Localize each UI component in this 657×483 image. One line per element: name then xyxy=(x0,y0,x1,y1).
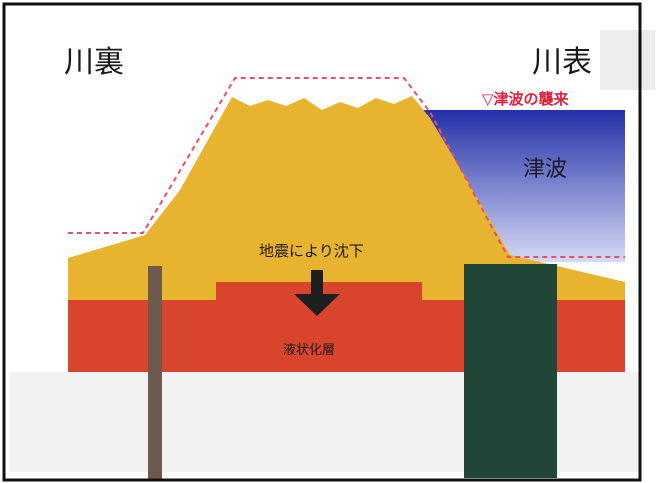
original-levee-outline xyxy=(68,77,625,258)
arrow-down-icon xyxy=(294,270,340,316)
image-frame xyxy=(2,2,642,482)
tsunami-label: 津波 xyxy=(523,157,567,182)
background-bleed-top xyxy=(600,30,655,90)
tsunami-arrival-label: ▽津波の襲来 xyxy=(482,90,570,108)
liquefaction-layer-label: 液状化層 xyxy=(283,343,335,358)
subsidence-label: 地震により沈下 xyxy=(259,242,364,260)
riverside-label: 川表 xyxy=(532,45,592,80)
sheet-pile-left xyxy=(148,266,162,480)
sheet-pile-right xyxy=(464,264,557,478)
levee-embankment xyxy=(68,96,625,300)
landside-label: 川裏 xyxy=(64,45,124,80)
